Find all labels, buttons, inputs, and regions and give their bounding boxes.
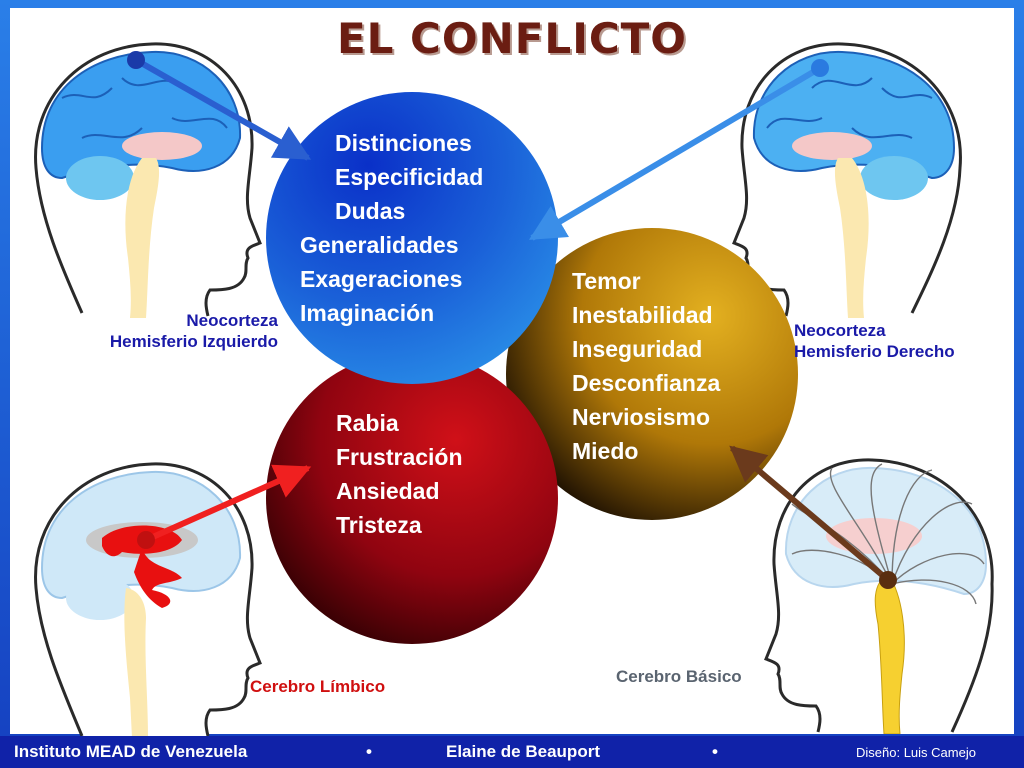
arrow-limbic — [144, 464, 312, 543]
list-item: Desconfianza — [572, 370, 721, 396]
footer-institute: Instituto MEAD de Venezuela — [14, 742, 248, 761]
blue-circle — [266, 92, 558, 384]
list-item: Rabia — [336, 410, 399, 436]
list-item: Miedo — [572, 438, 639, 464]
footer-bullet: • — [366, 742, 372, 761]
list-item: Generalidades — [300, 232, 459, 258]
footer-author: Elaine de Beauport — [446, 742, 600, 761]
circles-diagram — [266, 92, 798, 644]
label-left-hemisphere: Neocorteza Hemisferio Izquierdo — [109, 311, 278, 351]
list-item: Dudas — [335, 198, 406, 224]
gold-circle — [506, 228, 798, 520]
list-item: Ansiedad — [336, 478, 440, 504]
label-limbic: Cerebro Límbico — [250, 677, 386, 696]
list-item: Inseguridad — [572, 336, 703, 362]
gold-circle-list: Temor Inestabilidad Inseguridad Desconfi… — [572, 264, 720, 468]
footer-bar: Instituto MEAD de Venezuela • Elaine de … — [0, 736, 1024, 768]
arrow-basic — [729, 445, 890, 583]
label-basic: Cerebro Básico — [616, 667, 742, 686]
footer-bullet: • — [712, 742, 718, 761]
footer-design-credit: Diseño: Luis Camejo — [856, 745, 976, 760]
list-item: Frustración — [336, 444, 463, 470]
label-right-hemisphere: Neocorteza Hemisferio Derecho — [794, 321, 955, 361]
slide: EL CONFLICTO — [10, 8, 1014, 738]
blue-circle-list: Distinciones Especificidad Dudas General… — [300, 126, 483, 330]
list-item: Inestabilidad — [572, 302, 713, 328]
arrow-left-hemisphere — [134, 57, 312, 161]
list-item: Imaginación — [300, 300, 435, 326]
head-right-hemisphere-icon — [732, 42, 962, 318]
list-item: Temor — [572, 268, 641, 294]
page-title: EL CONFLICTO — [336, 14, 687, 63]
head-left-hemisphere-icon — [34, 42, 262, 318]
list-item: Especificidad — [335, 164, 484, 190]
arrow-right-hemisphere — [528, 65, 822, 241]
red-circle-list: Rabia Frustración Ansiedad Tristeza — [336, 406, 463, 542]
list-item: Nerviosismo — [572, 404, 711, 430]
list-item: Exageraciones — [300, 266, 463, 292]
list-item: Tristeza — [336, 512, 422, 538]
red-circle — [266, 352, 558, 644]
arrows — [127, 51, 897, 589]
list-item: Distinciones — [335, 130, 472, 156]
